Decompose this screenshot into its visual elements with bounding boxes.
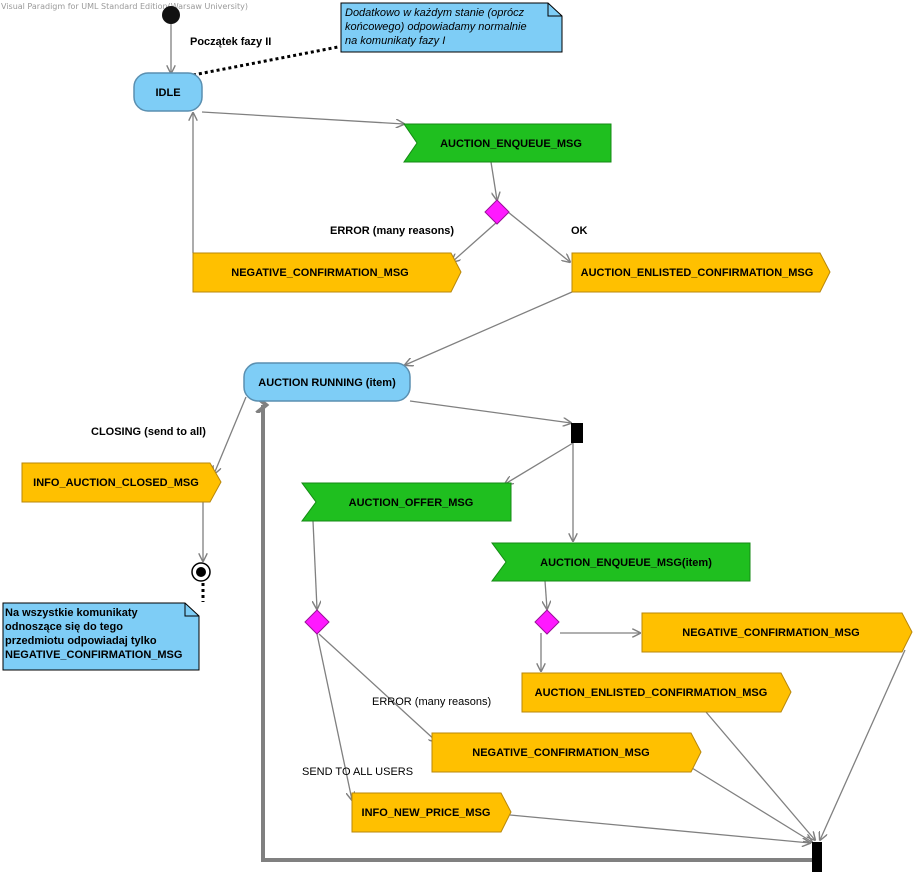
receive-signal-enqueue-item[interactable]: AUCTION_ENQUEUE_MSG(item): [491, 542, 751, 582]
send-signal-enlisted-2[interactable]: AUCTION_ENLISTED_CONFIRMATION_MSG: [521, 672, 792, 713]
edge-decision-to-enlisted[interactable]: [507, 211, 570, 262]
edge-enlisted2-to-join[interactable]: [705, 711, 815, 840]
edge-new-price-to-join[interactable]: [509, 814, 810, 843]
state-auction-running-label: AUCTION RUNNING (item): [258, 377, 396, 389]
note-top-line-3: na komunikaty fazy I: [345, 35, 445, 47]
join-bar[interactable]: [812, 842, 822, 872]
send-signal-enlisted-1-label: AUCTION_ENLISTED_CONFIRMATION_MSG: [581, 267, 814, 279]
edge-label-closing: CLOSING (send to all): [91, 426, 206, 438]
final-node[interactable]: [191, 562, 211, 582]
decision-node-1[interactable]: [484, 199, 510, 225]
edge-decision2-to-new-price[interactable]: [316, 633, 352, 800]
note-bottom-line-2: odnoszące się do tego: [5, 621, 123, 633]
receive-signal-offer[interactable]: AUCTION_OFFER_MSG: [301, 482, 512, 522]
note-bottom[interactable]: Na wszystkie komunikaty odnoszące się do…: [2, 602, 200, 671]
edge-fork-to-offer[interactable]: [505, 442, 574, 484]
edge-label-error-1: ERROR (many reasons): [330, 225, 454, 237]
edge-labels: Początek fazy II ERROR (many reasons) OK…: [91, 36, 588, 778]
edges: [171, 24, 906, 862]
edge-offer-to-decision2[interactable]: [313, 520, 317, 609]
edge-label-start: Początek fazy II: [190, 36, 271, 48]
note-bottom-line-4: NEGATIVE_CONFIRMATION_MSG: [5, 649, 182, 661]
receive-signal-offer-label: AUCTION_OFFER_MSG: [349, 497, 474, 509]
send-signal-info-closed-label: INFO_AUCTION_CLOSED_MSG: [33, 477, 199, 489]
note-bottom-line-1: Na wszystkie komunikaty: [5, 607, 139, 619]
watermark-text: Visual Paradigm for UML Standard Edition…: [1, 2, 248, 11]
state-idle[interactable]: IDLE: [133, 72, 203, 112]
send-signal-negative-1[interactable]: NEGATIVE_CONFIRMATION_MSG: [192, 252, 462, 293]
state-auction-running[interactable]: AUCTION RUNNING (item): [243, 362, 411, 402]
edge-join-to-running[interactable]: [263, 405, 812, 862]
send-signal-negative-2[interactable]: NEGATIVE_CONFIRMATION_MSG: [641, 612, 913, 653]
edge-label-ok: OK: [571, 225, 588, 237]
note-top[interactable]: Dodatkowo w każdym stanie (oprócz końcow…: [340, 2, 563, 53]
send-signal-negative-3-label: NEGATIVE_CONFIRMATION_MSG: [472, 747, 649, 759]
edge-decision2-to-negative3[interactable]: [318, 633, 437, 742]
send-signal-enlisted-2-label: AUCTION_ENLISTED_CONFIRMATION_MSG: [535, 687, 768, 699]
send-signal-enlisted-1[interactable]: AUCTION_ENLISTED_CONFIRMATION_MSG: [571, 252, 831, 293]
send-signal-info-new-price[interactable]: INFO_NEW_PRICE_MSG: [351, 792, 512, 833]
edge-running-to-closed[interactable]: [214, 396, 247, 474]
send-signal-info-closed[interactable]: INFO_AUCTION_CLOSED_MSG: [21, 462, 222, 503]
note-top-line-2: końcowego) odpowiadamy normalnie: [345, 21, 527, 33]
note-anchor-top: [192, 45, 339, 77]
edge-decision-to-negative[interactable]: [452, 221, 498, 262]
send-signal-negative-3[interactable]: NEGATIVE_CONFIRMATION_MSG: [431, 732, 702, 773]
note-bottom-line-3: przedmiotu odpowiadaj tylko: [5, 635, 157, 647]
send-signal-negative-1-label: NEGATIVE_CONFIRMATION_MSG: [231, 267, 408, 279]
receive-signal-enqueue-item-label: AUCTION_ENQUEUE_MSG(item): [540, 557, 712, 569]
receive-signal-enqueue-label: AUCTION_ENQUEUE_MSG: [440, 138, 582, 150]
edge-label-error-2: ERROR (many reasons): [372, 696, 491, 708]
note-top-line-1: Dodatkowo w każdym stanie (oprócz: [345, 7, 525, 19]
receive-signal-enqueue[interactable]: AUCTION_ENQUEUE_MSG: [403, 123, 612, 163]
send-signal-info-new-price-label: INFO_NEW_PRICE_MSG: [362, 807, 491, 819]
edge-negative3-to-join[interactable]: [691, 767, 812, 842]
edge-label-send-all: SEND TO ALL USERS: [302, 766, 413, 778]
decision-node-3[interactable]: [534, 609, 560, 635]
edge-negative2-to-join[interactable]: [820, 649, 906, 840]
send-signal-negative-2-label: NEGATIVE_CONFIRMATION_MSG: [682, 627, 859, 639]
edge-enqueue-item-to-decision3[interactable]: [545, 580, 547, 609]
edge-running-to-fork[interactable]: [409, 400, 571, 423]
edge-enlisted-to-running[interactable]: [405, 291, 573, 365]
edge-idle-to-enqueue[interactable]: [201, 111, 404, 124]
state-idle-label: IDLE: [155, 87, 180, 99]
edge-enqueue-to-decision[interactable]: [490, 161, 497, 200]
decision-node-2[interactable]: [304, 609, 330, 635]
initial-node[interactable]: [162, 6, 180, 24]
fork-bar[interactable]: [571, 423, 583, 443]
